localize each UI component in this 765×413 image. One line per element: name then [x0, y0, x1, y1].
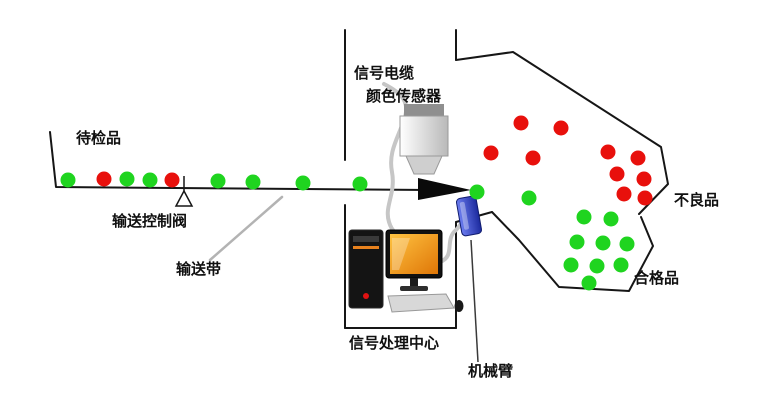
- keyboard: [387, 293, 455, 313]
- qualified-item-dot: [589, 258, 605, 274]
- monitor-screen: [390, 234, 438, 274]
- qualified-item-dot: [603, 211, 619, 227]
- robot-arm-highlight: [459, 201, 469, 230]
- qualified-item-dot: [619, 236, 635, 252]
- label-qualified-products: 合格品: [633, 269, 679, 287]
- robot-arm: [455, 195, 483, 237]
- color-sensor: [399, 104, 449, 175]
- defective-item-dot: [600, 144, 616, 160]
- defective-item-dot: [636, 171, 652, 187]
- defective-item-dot: [637, 190, 653, 206]
- defective-item-dot: [164, 172, 180, 188]
- qualified-item-dot: [60, 172, 76, 188]
- qualified-item-dot: [295, 175, 311, 191]
- label-signal-processing-center: 信号处理中心: [349, 334, 439, 352]
- defective-item-dot: [483, 145, 499, 161]
- pointer-conveyor-belt: [208, 195, 284, 262]
- tower-power-light: [363, 293, 369, 299]
- sorting-channels: [455, 51, 669, 292]
- sensor-body: [399, 115, 449, 157]
- defective-item-dot: [553, 120, 569, 136]
- valve-triangle: [174, 189, 194, 207]
- defective-item-dot: [609, 166, 625, 182]
- qualified-item-dot: [352, 176, 368, 192]
- qualified-item-dot: [521, 190, 537, 206]
- qualified-item-dot: [595, 235, 611, 251]
- label-color-sensor: 颜色传感器: [366, 87, 442, 105]
- qualified-item-dot: [613, 257, 629, 273]
- tower-accent: [353, 246, 379, 249]
- sensor-lens: [405, 155, 443, 175]
- mouse: [454, 300, 464, 312]
- defect-channel-wall: [455, 51, 669, 215]
- defective-item-dot: [525, 150, 541, 166]
- defective-item-dot: [513, 115, 529, 131]
- label-conveyor-control-valve: 输送控制阀: [112, 212, 187, 230]
- qualified-item-dot: [245, 174, 261, 190]
- qualified-item-dot: [469, 184, 485, 200]
- qualified-item-dot: [142, 172, 158, 188]
- qualified-bin-wall: [491, 211, 654, 292]
- computer-tower: [348, 229, 384, 309]
- qualified-item-dot: [563, 257, 579, 273]
- qualified-item-dot: [569, 234, 585, 250]
- signal-processing-computer: [348, 229, 464, 313]
- pointer-robot-arm: [470, 239, 479, 363]
- label-robot-arm: 机械臂: [468, 362, 513, 380]
- label-items-to-inspect: 待检品: [76, 129, 121, 147]
- label-signal-cable: 信号电缆: [354, 64, 414, 82]
- qualified-item-dot: [210, 173, 226, 189]
- label-conveyor-belt: 输送带: [176, 260, 221, 278]
- robot-arm-body: [455, 195, 483, 237]
- screen-glare: [392, 238, 410, 270]
- qualified-item-dot: [119, 171, 135, 187]
- defective-item-dot: [616, 186, 632, 202]
- monitor-base: [400, 286, 428, 291]
- detection-beam-wedge: [418, 178, 471, 200]
- item-dots-group: [60, 115, 653, 291]
- defective-item-dot: [630, 150, 646, 166]
- defective-item-dot: [96, 171, 112, 187]
- monitor-stand: [410, 278, 418, 286]
- tower-drive-slot: [353, 236, 379, 242]
- sensor-signal-cable: [382, 82, 409, 238]
- qualified-item-dot: [581, 275, 597, 291]
- qualified-item-dot: [576, 209, 592, 225]
- label-defective-products: 不良品: [674, 191, 719, 209]
- valve-symbol: [174, 176, 194, 207]
- sensor-cap: [404, 104, 444, 117]
